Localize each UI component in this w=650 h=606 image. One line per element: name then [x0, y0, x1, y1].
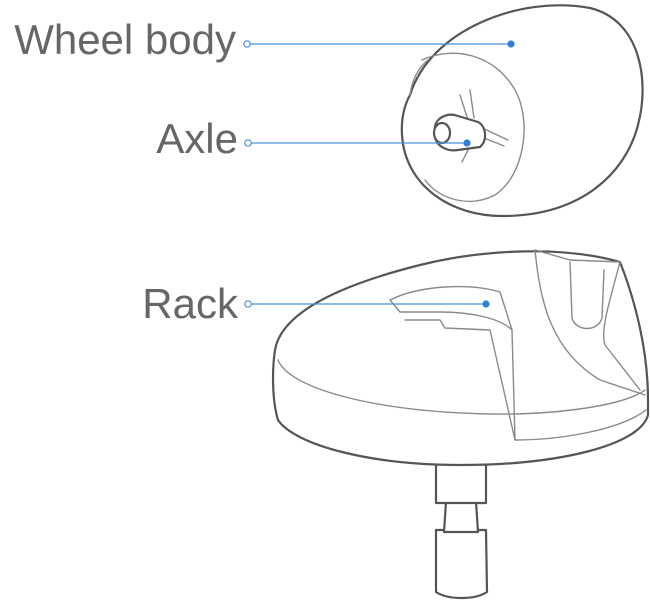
leader-start-wheel-body	[243, 40, 251, 48]
axle-spoke-right-2	[483, 137, 505, 147]
wheel-body-illustration	[400, 4, 644, 218]
wheel-inner-hub	[421, 52, 525, 202]
leader-start-axle	[244, 139, 252, 147]
leader-end-rack	[482, 300, 490, 308]
rack-cradle-left	[389, 285, 513, 331]
rack-support-inner	[534, 249, 646, 396]
rack-shaft-neck	[442, 500, 480, 534]
axle-spoke-upper-2	[469, 89, 475, 119]
leader-end-wheel-body	[507, 40, 515, 48]
rack-base-lip	[277, 359, 646, 415]
axle-spoke-upper	[459, 94, 469, 121]
rack-shaft-lower	[434, 528, 489, 600]
rack-illustration	[271, 249, 650, 600]
rack-support-foot	[511, 329, 647, 441]
rack-cradle-slot	[404, 319, 516, 441]
leader-start-rack	[244, 300, 252, 308]
axle-spoke-lower	[461, 149, 469, 163]
label-axle: Axle	[156, 115, 238, 162]
label-wheel-body: Wheel body	[14, 16, 236, 63]
rack-support-slot	[569, 261, 605, 330]
rack-base	[271, 250, 650, 467]
callout-rack: Rack	[142, 280, 490, 327]
callout-wheel-body: Wheel body	[14, 16, 515, 63]
axle-spoke-right	[481, 127, 509, 141]
axle-illustration	[432, 89, 509, 163]
leader-end-axle	[463, 139, 471, 147]
wheel-inner-rim	[409, 59, 429, 96]
axle-end-cap	[432, 121, 452, 145]
rack-shaft-upper	[434, 460, 488, 505]
rack-support-arm	[534, 249, 641, 391]
callout-axle: Axle	[156, 115, 471, 162]
label-rack: Rack	[142, 280, 239, 327]
